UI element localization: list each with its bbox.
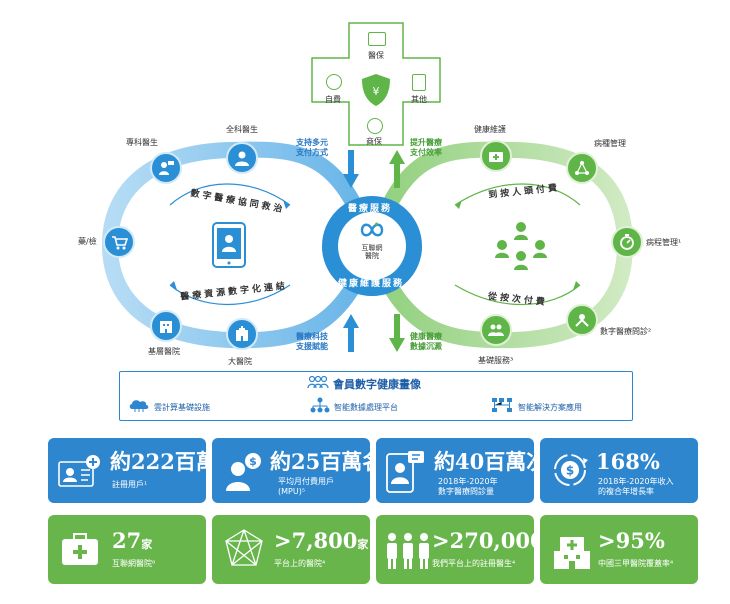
person-icon	[326, 74, 342, 90]
label-big-hospital: 大醫院	[228, 357, 252, 366]
stat-card-platform-hospitals: >7,800家 平台上的醫院⁴	[212, 515, 370, 584]
stat-card-internet-hospitals: 27家 互聯網醫院⁶	[48, 515, 206, 584]
data-tree-icon	[310, 397, 330, 413]
member-item-cloud: 雲計算基礎設施	[154, 403, 210, 412]
arrow-text-payment-efficiency: 提升醫療 支付效率	[410, 138, 442, 157]
digital-consultation-node	[566, 304, 598, 336]
label-digital-consultation: 數字醫療問診²	[600, 327, 652, 336]
stat-revenue-cagr-value: 168%	[596, 449, 660, 474]
stat-internet-hospitals-value: 27家	[112, 528, 153, 553]
label-pharmacy: 藥/檢	[78, 237, 97, 246]
stat-card-registered-doctors: >270,000名 我們平台上的註冊醫生⁴	[376, 515, 534, 584]
internet-hospital-logo-icon	[360, 222, 384, 237]
svg-text:$: $	[249, 455, 257, 468]
basic-services-node	[480, 314, 512, 346]
stat-mpu-value: 約25百萬名	[270, 449, 370, 474]
revenue-cycle-icon: $	[554, 454, 588, 486]
doctors-group-icon	[387, 533, 429, 569]
stat-tier3-coverage-value: >95%	[598, 528, 665, 553]
flowchart-icon	[492, 398, 512, 412]
stat-revenue-cagr-label: 2018年-2020年收入 的複合年增長率	[598, 477, 674, 496]
member-health-profile-box	[119, 371, 633, 421]
people-icon	[488, 324, 504, 336]
network-mesh-icon	[225, 529, 263, 566]
arrow-text-data-accumulation: 健康醫療 數據沉澱	[410, 332, 442, 351]
stat-mpu-label: 平均月付費用戶 (MPU)⁵	[278, 477, 334, 496]
cart-icon	[112, 236, 128, 250]
doctor-chat-icon	[159, 161, 174, 175]
member-item-data-platform: 智能數據處理平台	[334, 403, 398, 412]
stat-card-mpu: $ 約25百萬名 平均月付費用戶 (MPU)⁵	[212, 438, 370, 503]
doctor-icon	[235, 151, 249, 166]
up-arrow-left	[343, 314, 359, 352]
center-bottom-text: 健康維護服務	[338, 279, 405, 289]
svg-text:¥: ¥	[373, 85, 380, 98]
cross-top-label: 醫保	[368, 51, 384, 60]
hospital-building-icon	[554, 537, 590, 569]
user-card-icon	[58, 455, 100, 487]
stat-registered-doctors-value: >270,000名	[432, 528, 534, 553]
stat-consultations-label: 2018年-2020年 數字醫療問診量	[438, 477, 498, 496]
label-basic-services: 基礎服務³	[478, 356, 514, 365]
stat-card-revenue-cagr: $ 168% 2018年-2020年收入 的複合年增長率	[540, 438, 698, 503]
stat-card-registered-users: 約222百萬名 註冊用戶¹	[48, 438, 206, 503]
shield-person-icon	[367, 118, 383, 134]
label-specialist: 專科醫生	[126, 138, 158, 147]
users-icon	[307, 375, 329, 389]
center-top-text: 醫療服務	[348, 204, 393, 214]
label-disease-management: 病種管理	[594, 139, 626, 148]
medical-kit-icon	[489, 152, 503, 162]
cross-right-label: 其他	[411, 95, 427, 104]
member-item-solutions: 智能解決方案應用	[518, 403, 582, 412]
cross-left-label: 自費	[325, 95, 341, 104]
stopwatch-icon	[620, 234, 634, 250]
stat-platform-hospitals-label: 平台上的醫院⁴	[274, 559, 326, 568]
payment-cross: ¥	[311, 22, 441, 146]
stat-platform-hospitals-value: >7,800家	[274, 528, 369, 553]
arrow-text-tech-support: 醫療科技 支援賦能	[296, 332, 328, 351]
center-circle	[322, 196, 422, 296]
gp-node	[226, 142, 258, 174]
hospital-icon	[236, 326, 248, 341]
big-hospital-node	[226, 318, 258, 350]
stat-card-tier3-coverage: >95% 中國三甲醫院覆蓋率⁴	[540, 515, 698, 584]
primary-hospital-node	[150, 310, 182, 342]
stat-card-consultations: 約40百萬次 2018年-2020年 數字醫療問診量	[376, 438, 534, 503]
label-primary-hospital: 基層醫院	[148, 347, 180, 356]
cross-bottom-label: 商保	[366, 137, 382, 146]
stat-tier3-coverage-label: 中國三甲醫院覆蓋率⁴	[598, 559, 674, 568]
phone-doctor-icon	[386, 451, 424, 493]
down-arrow-right	[389, 314, 405, 352]
group-people-icon	[495, 222, 547, 270]
svg-text:$: $	[566, 464, 574, 478]
down-arrow-left	[343, 150, 359, 188]
network-icon	[575, 161, 589, 175]
consult-icon	[575, 314, 589, 327]
card-icon	[368, 32, 386, 46]
health-maintenance-node	[480, 140, 512, 172]
label-health-maintenance: 健康維護	[474, 125, 506, 134]
pharmacy-node	[103, 226, 135, 258]
center-logo-name: 互聯網醫院	[361, 244, 383, 260]
course-management-node	[611, 226, 643, 258]
stat-consultations-value: 約40百萬次	[434, 449, 534, 474]
medical-bag-icon	[62, 533, 98, 565]
stat-registered-doctors-label: 我們平台上的註冊醫生⁴	[432, 559, 516, 568]
specialist-node	[150, 152, 182, 184]
label-course-management: 病程管理¹	[646, 238, 682, 247]
label-gp: 全科醫生	[226, 125, 258, 134]
arrow-text-payment-methods: 支持多元 支付方式	[296, 138, 328, 157]
up-arrow-right	[389, 150, 405, 188]
member-title: 會員數字健康畫像	[333, 378, 421, 391]
cloud-icon	[129, 400, 149, 412]
badge-icon	[412, 74, 426, 91]
person-dollar-icon: $	[226, 453, 261, 491]
disease-management-node	[566, 152, 598, 184]
tablet-doctor-icon	[212, 222, 246, 268]
stat-registered-users-value: 約222百萬名	[110, 449, 206, 474]
building-icon	[160, 321, 172, 333]
stat-internet-hospitals-label: 互聯網醫院⁶	[112, 559, 156, 568]
stat-registered-users-label: 註冊用戶¹	[112, 480, 148, 489]
